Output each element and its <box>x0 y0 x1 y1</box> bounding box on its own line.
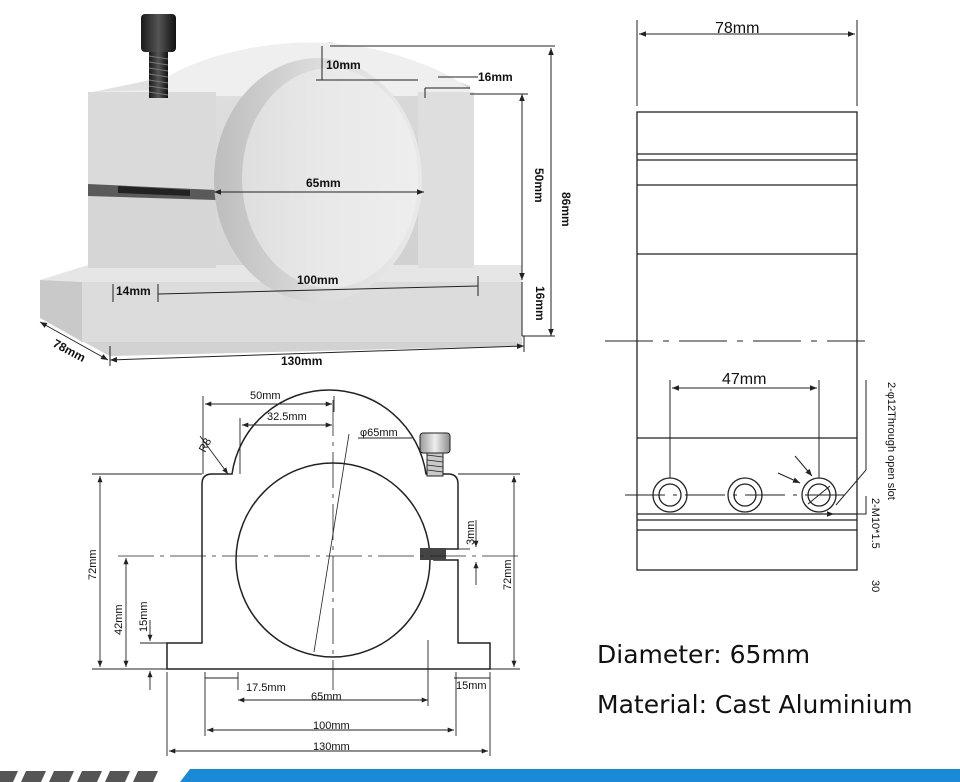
left-shoulder-face <box>88 92 216 186</box>
front-bolt-head <box>419 432 451 454</box>
photo-dim-14: 14mm <box>116 284 151 298</box>
footer-stripe <box>0 769 960 782</box>
spec-material: Material: Cast Aluminium <box>597 690 913 719</box>
front-dim-72-left: 72mm <box>87 549 99 580</box>
left-lower-face <box>88 196 216 268</box>
front-dim-72-right: 72mm <box>502 559 514 590</box>
top-dim-47: 47mm <box>722 371 766 388</box>
top-view <box>605 20 867 571</box>
photo-dim-16-base: 16mm <box>533 286 547 321</box>
front-dim-65: 65mm <box>311 691 342 703</box>
front-dim-bore: φ65mm <box>360 427 398 439</box>
front-dim-42: 42mm <box>113 604 125 635</box>
front-dim-15-left: 15mm <box>138 601 150 632</box>
front-dim-r8: R8 <box>197 436 214 454</box>
top-dim-78: 78mm <box>715 20 759 37</box>
photo-dim-65: 65mm <box>306 176 341 190</box>
mount-photo: 10mm 16mm 65mm 50mm 86mm 14mm 100mm 16mm… <box>39 14 573 368</box>
top-note-thread: 2-M10*1.5 <box>869 498 881 549</box>
front-dim-130: 130mm <box>313 741 350 753</box>
photo-dim-10: 10mm <box>326 58 361 72</box>
right-shoulder-face <box>418 92 474 268</box>
photo-dim-50: 50mm <box>532 168 546 203</box>
spec-diameter: Diameter: 65mm <box>597 640 811 669</box>
front-view <box>118 389 522 690</box>
front-dim-15-right: 15mm <box>456 680 487 692</box>
front-dim-3: 3mm <box>465 521 477 545</box>
bolt-thread <box>149 50 168 98</box>
photo-dim-86: 86mm <box>559 192 573 227</box>
photo-dim-130: 130mm <box>281 354 322 368</box>
front-view-dims <box>92 396 520 756</box>
front-view-outline <box>166 389 491 670</box>
top-note-thread-depth: 30 <box>869 580 881 592</box>
top-note-through-slot: 2-φ12Through open slot <box>885 382 897 500</box>
front-dim-17-5: 17.5mm <box>246 682 286 694</box>
photo-dim-16-top: 16mm <box>478 70 513 84</box>
photo-dim-100: 100mm <box>297 273 338 287</box>
front-dim-50: 50mm <box>250 390 281 402</box>
front-dim-100: 100mm <box>313 720 350 732</box>
front-dim-32-5: 32.5mm <box>267 411 307 423</box>
bolt-head <box>141 14 176 52</box>
